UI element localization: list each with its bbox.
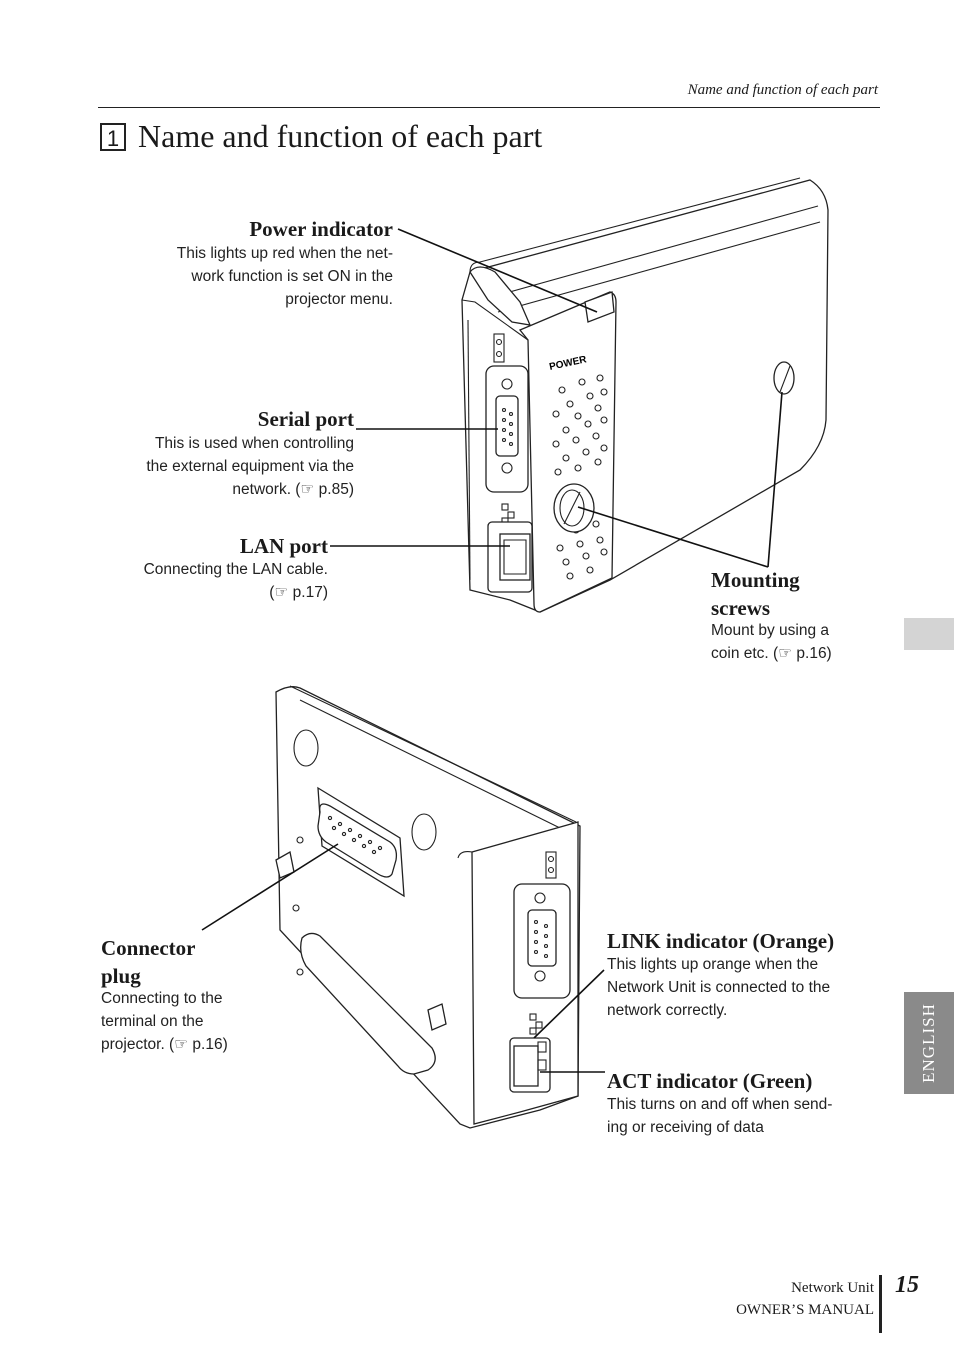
- serial-port-description: This is used when controlling the extern…: [146, 432, 354, 501]
- lan-port-line-1: Connecting the LAN cable.: [143, 561, 328, 578]
- section-number-box: 1: [100, 122, 126, 151]
- lan-port-description: Connecting the LAN cable. (☞ p.17): [144, 558, 328, 604]
- power-indicator-line-2: work function is set ON in the: [191, 268, 393, 285]
- link-indicator-line-3: network correctly.: [607, 1002, 728, 1019]
- power-indicator-description: This lights up red when the net- work fu…: [177, 242, 393, 311]
- mounting-screws-label-line-2: screws: [711, 596, 771, 620]
- serial-port-label: Serial port: [257, 407, 354, 431]
- footer-divider: [879, 1275, 882, 1333]
- section-title: Name and function of each part: [138, 118, 543, 154]
- power-indicator-line-3: projector menu.: [285, 291, 393, 308]
- act-indicator-description: This turns on and off when send- ing or …: [607, 1093, 878, 1139]
- act-indicator-line-2: ing or receiving of data: [607, 1119, 764, 1136]
- serial-port-line-2: the external equipment via the: [146, 458, 354, 475]
- connector-plug-label: Connector plug: [101, 934, 195, 990]
- mounting-screws-label: Mounting screws: [711, 566, 800, 622]
- side-tab-gray: [904, 618, 954, 650]
- mounting-screws-description: Mount by using a coin etc. (☞ p.16): [711, 619, 878, 665]
- leader-lines: [201, 228, 783, 1073]
- page-title: 1 Name and function of each part: [100, 118, 542, 155]
- footer-manual-title: Network Unit OWNER’S MANUAL: [736, 1277, 874, 1321]
- link-indicator-label: LINK indicator (Orange): [607, 929, 835, 953]
- language-tab-label: ENGLISH: [919, 1003, 938, 1083]
- lan-port-line-2: (☞ p.17): [269, 584, 328, 601]
- lan-port-label: LAN port: [239, 534, 328, 558]
- power-indicator-label: Power indicator: [249, 217, 393, 241]
- mounting-screws-line-2: coin etc. (☞ p.16): [711, 645, 832, 662]
- mounting-screws-line-1: Mount by using a: [711, 622, 830, 639]
- bottom-device-illustration: [275, 685, 581, 1129]
- link-indicator-description: This lights up orange when the Network U…: [607, 953, 878, 1022]
- connector-plug-description: Connecting to the terminal on the projec…: [101, 987, 254, 1056]
- serial-port-line-3: network. (☞ p.85): [232, 481, 354, 498]
- mounting-screws-label-line-1: Mounting: [711, 568, 800, 592]
- connector-plug-label-line-1: Connector: [101, 936, 196, 960]
- footer-product: Network Unit: [791, 1280, 874, 1296]
- footer-manual: OWNER’S MANUAL: [736, 1302, 874, 1318]
- language-tab: ENGLISH: [904, 992, 954, 1094]
- connector-plug-line-2: terminal on the: [101, 1013, 204, 1030]
- connector-plug-line-3: projector. (☞ p.16): [101, 1036, 228, 1053]
- link-indicator-line-2: Network Unit is connected to the: [607, 979, 831, 996]
- act-indicator-label: ACT indicator (Green): [607, 1069, 813, 1093]
- power-indicator-line-1: This lights up red when the net-: [176, 245, 393, 262]
- serial-port-line-1: This is used when controlling: [154, 435, 354, 452]
- page-number: 15: [895, 1272, 919, 1298]
- top-device-illustration: POWER: [461, 177, 829, 613]
- connector-plug-label-line-2: plug: [101, 964, 141, 988]
- header-rule: [98, 107, 880, 108]
- connector-plug-line-1: Connecting to the: [101, 990, 223, 1007]
- act-indicator-line-1: This turns on and off when send-: [607, 1096, 833, 1113]
- running-header: Name and function of each part: [687, 82, 878, 98]
- link-indicator-line-1: This lights up orange when the: [607, 956, 819, 973]
